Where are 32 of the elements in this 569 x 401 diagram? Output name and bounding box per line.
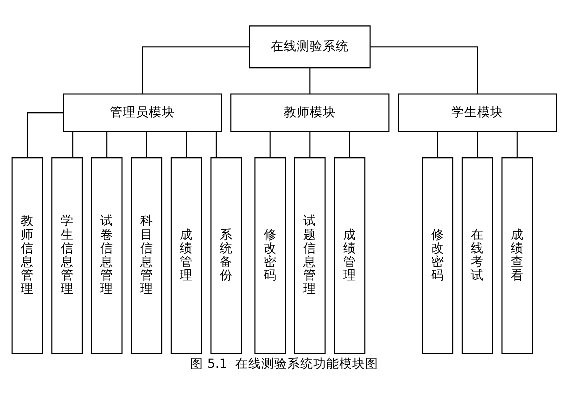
connector (27, 112, 64, 158)
node-box: 成绩查看 (502, 157, 534, 354)
connector (216, 132, 217, 158)
connector (370, 46, 478, 94)
node-box: 在线考试 (462, 157, 494, 354)
connector (349, 132, 350, 158)
node-box: 学生模块 (398, 93, 558, 132)
connector (516, 132, 518, 158)
connector (72, 132, 74, 158)
connector (270, 132, 271, 158)
connector (142, 46, 250, 94)
connector (146, 132, 148, 158)
node-box: 修改密码 (422, 157, 454, 354)
node-box: 科目信息管理 (131, 157, 163, 354)
node-box: 教师模块 (230, 93, 390, 132)
node-box: 修改密码 (254, 157, 286, 354)
node-box: 教师信息管理 (12, 157, 44, 354)
connector (477, 132, 478, 158)
connector (437, 132, 438, 158)
connector (186, 132, 188, 158)
connector (310, 132, 311, 158)
node-box: 成绩管理 (170, 157, 202, 354)
node-box: 管理员模块 (63, 93, 222, 132)
connector (310, 68, 311, 94)
node-box: 学生信息管理 (52, 157, 83, 354)
node-box: 试卷信息管理 (91, 157, 123, 354)
node-box: 试题信息管理 (294, 157, 326, 354)
node-box: 在线测验系统 (249, 25, 371, 68)
caption: 图 5.1 在线测验系统功能模块图 (190, 356, 378, 371)
node-box: 成绩管理 (334, 157, 366, 354)
connector (106, 132, 108, 158)
node-box: 系统备份 (210, 157, 242, 354)
